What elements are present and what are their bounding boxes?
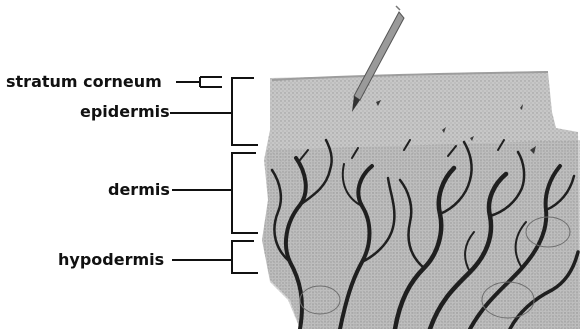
epidermis-bracket <box>232 78 258 145</box>
dermis-label: dermis <box>108 181 170 199</box>
dermis-bracket <box>232 153 258 233</box>
hypodermis-bracket <box>232 241 258 273</box>
stratum-corneum-bracket <box>200 77 222 87</box>
hypodermis-label: hypodermis <box>58 251 164 269</box>
stratum-corneum-label: stratum corneum <box>6 73 162 91</box>
layer-brackets <box>170 77 258 273</box>
epidermis-label: epidermis <box>80 103 170 121</box>
